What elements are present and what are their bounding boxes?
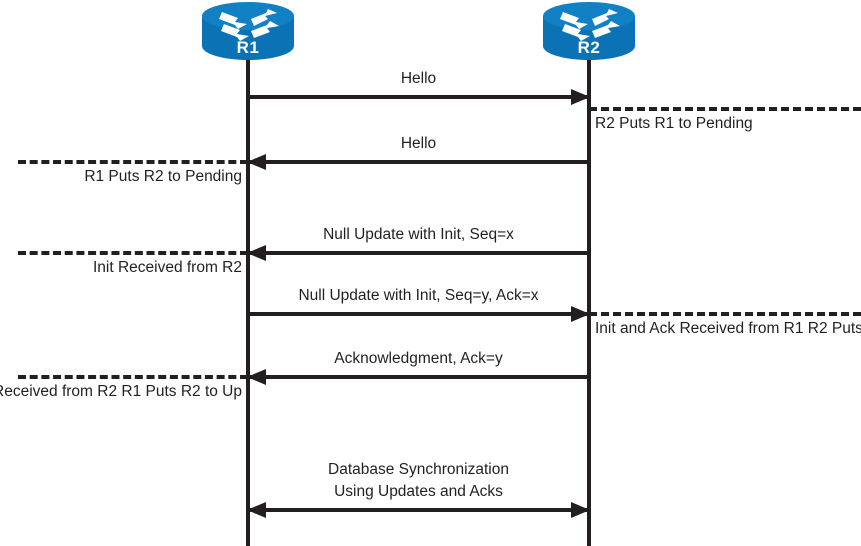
router-node-r2[interactable]: R2 bbox=[541, 2, 637, 60]
message-label: Null Update with Init, Seq=x bbox=[323, 226, 514, 243]
message-label: Null Update with Init, Seq=y, Ack=x bbox=[298, 287, 539, 304]
annotation-dashed-line bbox=[589, 107, 861, 111]
annotation-dashed-line bbox=[589, 312, 861, 316]
arrowhead-left-icon bbox=[247, 502, 266, 518]
message-label: Acknowledgment, Ack=y bbox=[334, 350, 503, 367]
annotation-dashed-line bbox=[18, 375, 248, 379]
router-icon bbox=[202, 2, 294, 60]
annotation-text: Init Received from R2 bbox=[92, 259, 242, 276]
router-node-r1[interactable]: R1 bbox=[200, 2, 296, 60]
message-line bbox=[248, 251, 589, 255]
annotation-text: R2 Puts R1 to Pending bbox=[595, 115, 753, 132]
arrowhead-right-icon bbox=[571, 502, 590, 518]
annotation-dashed-line bbox=[18, 160, 248, 164]
annotation-text: Init and Ack Received from R1 R2 Puts R1… bbox=[595, 320, 861, 337]
annotation-dashed-line bbox=[18, 251, 248, 255]
message-line bbox=[248, 312, 589, 316]
message-line bbox=[248, 160, 589, 164]
router-icon bbox=[543, 2, 635, 60]
arrowhead-left-icon bbox=[247, 154, 266, 170]
message-line bbox=[248, 95, 589, 99]
annotation-text: R1 Puts R2 to Pending bbox=[84, 168, 242, 185]
arrowhead-right-icon bbox=[571, 306, 590, 322]
arrowhead-right-icon bbox=[571, 89, 590, 105]
arrowhead-left-icon bbox=[247, 369, 266, 385]
message-label: Hello bbox=[400, 70, 437, 87]
annotation-text: Ack Received from R2 R1 Puts R2 to Up bbox=[0, 383, 242, 400]
message-line bbox=[248, 508, 589, 512]
lifeline-r1 bbox=[246, 44, 250, 546]
message-label: Database Synchronization Using Updates a… bbox=[328, 461, 509, 500]
message-line bbox=[248, 375, 589, 379]
lifeline-r2 bbox=[587, 44, 591, 546]
arrowhead-left-icon bbox=[247, 245, 266, 261]
message-label: Hello bbox=[400, 135, 437, 152]
